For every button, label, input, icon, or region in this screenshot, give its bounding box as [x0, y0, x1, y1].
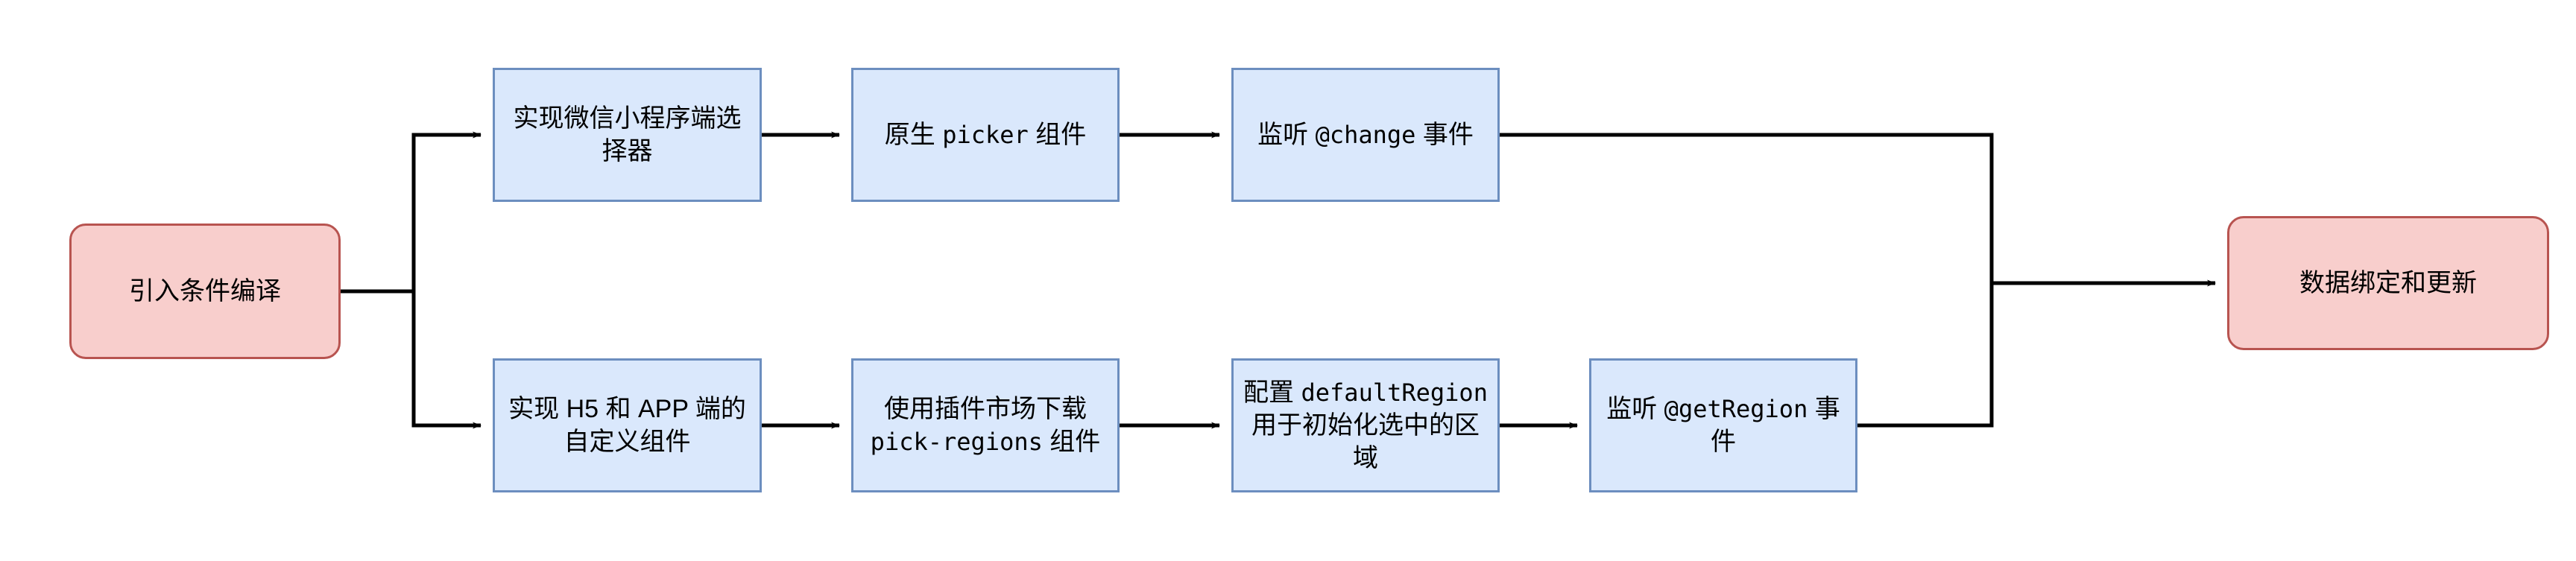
node-download-plugin-label: 使用插件市场下载 pick-regions 组件 — [863, 393, 1108, 458]
edge-start-to-mp-selector — [341, 131, 482, 294]
node-native-picker[interactable]: 原生 picker 组件 — [851, 68, 1120, 202]
node-listen-getregion-suffix: 事件 — [1711, 394, 1840, 456]
node-download-plugin-suffix: 组件 — [1042, 428, 1101, 456]
edge-start-to-custom-component — [341, 289, 482, 429]
node-custom-component-line1: 实现 H5 和 APP 端的 — [508, 394, 746, 423]
node-listen-getregion[interactable]: 监听 @getRegion 事件 — [1589, 358, 1857, 492]
node-default-region-code: defaultRegion — [1301, 378, 1488, 407]
node-download-plugin[interactable]: 使用插件市场下载 pick-regions 组件 — [851, 358, 1120, 492]
node-listen-getregion-label: 监听 @getRegion 事件 — [1591, 393, 1855, 458]
node-listen-getregion-code: @getRegion — [1664, 394, 1808, 423]
node-listen-change-label: 监听 @change 事件 — [1250, 118, 1481, 151]
node-download-plugin-line1: 使用插件市场下载 — [883, 394, 1087, 423]
node-custom-component-label: 实现 H5 和 APP 端的 自定义组件 — [501, 393, 754, 458]
node-download-plugin-code: pick-regions — [870, 428, 1043, 456]
node-mp-selector[interactable]: 实现微信小程序端选 择器 — [493, 68, 762, 202]
node-native-picker-label: 原生 picker 组件 — [877, 118, 1094, 151]
node-listen-change[interactable]: 监听 @change 事件 — [1231, 68, 1500, 202]
node-mp-selector-label: 实现微信小程序端选 择器 — [506, 102, 749, 168]
node-listen-change-suffix: 事件 — [1415, 120, 1474, 149]
node-custom-component[interactable]: 实现 H5 和 APP 端的 自定义组件 — [493, 358, 762, 492]
node-mp-selector-line2: 择器 — [602, 137, 653, 165]
node-mp-selector-line1: 实现微信小程序端选 — [513, 104, 742, 133]
node-start-label: 引入条件编译 — [129, 276, 281, 305]
node-native-picker-prefix: 原生 — [884, 120, 943, 149]
node-custom-component-line2: 自定义组件 — [564, 428, 691, 456]
node-native-picker-suffix: 组件 — [1028, 120, 1087, 149]
node-default-region-prefix: 配置 — [1243, 378, 1301, 407]
node-listen-change-code: @change — [1315, 120, 1416, 149]
node-default-region-line2: 用于初始化选中的区 — [1251, 411, 1480, 440]
node-default-region[interactable]: 配置 defaultRegion 用于初始化选中的区域 — [1231, 358, 1500, 492]
node-end-label: 数据绑定和更新 — [2299, 268, 2477, 297]
edge-listen-getregion-to-end — [1857, 283, 1994, 428]
node-default-region-label: 配置 defaultRegion 用于初始化选中的区域 — [1236, 376, 1495, 475]
node-listen-getregion-prefix: 监听 — [1606, 394, 1664, 423]
node-default-region-line3: 域 — [1353, 444, 1378, 473]
node-start[interactable]: 引入条件编译 — [69, 224, 341, 359]
node-native-picker-code: picker — [942, 120, 1029, 149]
edge-listen-change-to-end — [1500, 133, 2216, 287]
node-listen-change-prefix: 监听 — [1257, 120, 1316, 149]
node-end[interactable]: 数据绑定和更新 — [2227, 216, 2549, 350]
